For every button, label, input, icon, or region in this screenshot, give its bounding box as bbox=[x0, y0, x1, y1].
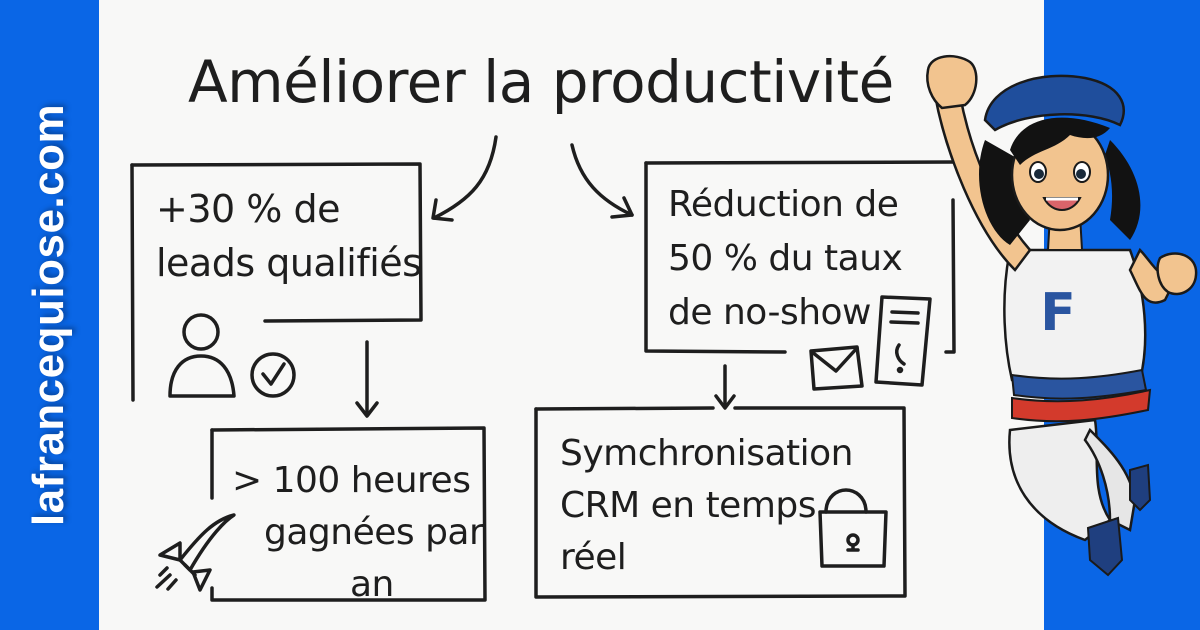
node-hours-text: > 100 heures gagnées par an bbox=[232, 455, 484, 611]
brand-watermark: lafrancequiose.com bbox=[24, 103, 73, 527]
node-leads-text: +30 % de leads qualifiés bbox=[156, 182, 422, 290]
node-noshow-line-1: Réduction de bbox=[668, 184, 899, 225]
left-brand-band: lafrancequiose.com bbox=[0, 0, 99, 630]
node-crm-line-1: Symchronisation bbox=[560, 433, 853, 474]
node-crm-text: Symchronisation CRM en temps réel bbox=[560, 428, 853, 584]
node-crm-line-2: CRM en temps bbox=[560, 485, 817, 526]
node-leads-line-2: leads qualifiés bbox=[156, 241, 422, 285]
node-crm-line-3: réel bbox=[560, 537, 627, 578]
node-noshow-line-3: de no-show bbox=[668, 292, 871, 333]
right-brand-band bbox=[1044, 0, 1200, 630]
node-hours-line-2: gagnées par bbox=[264, 512, 484, 553]
node-noshow-line-2: 50 % du taux bbox=[668, 238, 903, 279]
node-leads-line-1: +30 % de bbox=[156, 187, 340, 231]
node-noshow-text: Réduction de 50 % du taux de no-show bbox=[668, 178, 903, 340]
node-hours-line-1: > 100 heures bbox=[232, 460, 471, 501]
node-hours-line-3: an bbox=[350, 564, 394, 605]
diagram-title: Améliorer la productivité bbox=[188, 48, 894, 116]
